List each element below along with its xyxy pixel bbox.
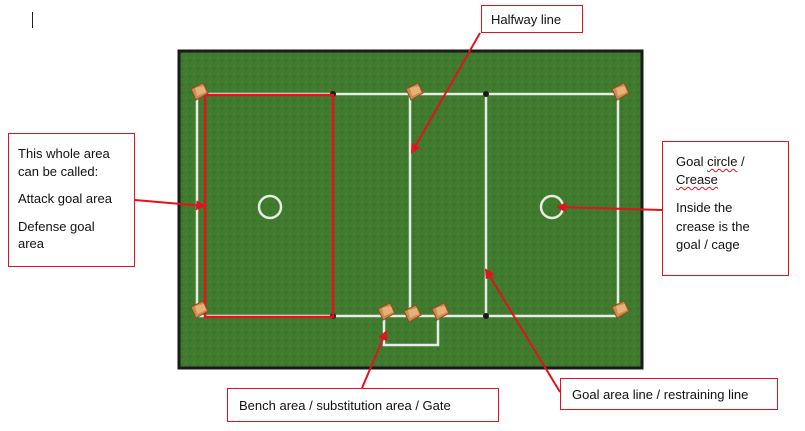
slash: / xyxy=(737,154,745,169)
arrow-icon xyxy=(484,268,561,393)
goal-crease-label: Goal circle / Crease Inside the crease i… xyxy=(662,141,789,276)
restraining-line-label: Goal area line / restraining line xyxy=(560,378,778,410)
arrow-icon xyxy=(134,199,206,211)
goal-crease-text-3: Inside the xyxy=(676,200,733,216)
goal-word: Goal xyxy=(676,154,704,169)
crease-word: Crease xyxy=(676,172,718,188)
circle-word: circle xyxy=(707,154,738,169)
arrow-icon xyxy=(361,330,388,389)
arrow-icon xyxy=(411,32,481,154)
goal-area-text-1: This whole area xyxy=(18,146,110,161)
bench-area-label: Bench area / substitution area / Gate xyxy=(227,388,499,422)
goal-crease-text-1: Goal circle / xyxy=(676,153,780,171)
goal-area-text-3: Attack goal area xyxy=(18,191,112,207)
goal-area-text-2: can be called: xyxy=(18,163,99,179)
goal-crease-icon xyxy=(257,194,283,220)
goal-area-text-5: area xyxy=(18,236,45,252)
halfway-line-text: Halfway line xyxy=(491,12,562,27)
goal-area-text-4: Defense goal xyxy=(18,218,95,234)
halfway-line-label: Halfway line xyxy=(481,5,583,33)
goal-area-label: This whole area can be called: Attack go… xyxy=(8,133,135,267)
arrow-icon xyxy=(556,202,663,213)
goal-crease-text-2: Crease xyxy=(676,171,780,189)
restraining-line-text: Goal area line / restraining line xyxy=(572,387,749,402)
goal-crease-text-5: goal / cage xyxy=(676,236,740,252)
goal-crease-text-4: crease is the xyxy=(676,218,750,234)
text-cursor xyxy=(32,12,33,28)
bench-area-text: Bench area / substitution area / Gate xyxy=(239,398,451,413)
